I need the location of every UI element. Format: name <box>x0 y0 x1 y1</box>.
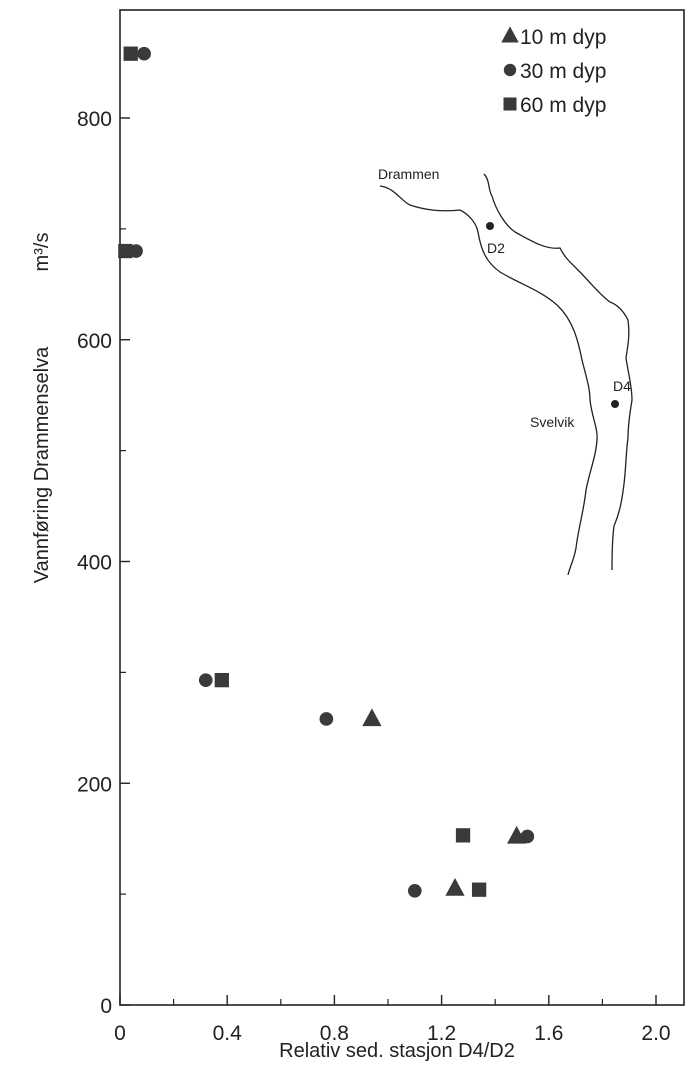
data-point-circle <box>319 712 334 726</box>
x-tick-label: 0 <box>114 1022 126 1045</box>
x-tick-label: 1.2 <box>427 1022 456 1045</box>
legend-label: 10 m dyp <box>520 26 606 49</box>
y-axis-ticks: 0 200 400 600 800 <box>77 108 130 1018</box>
x-tick-label: 1.6 <box>534 1022 563 1045</box>
inset-map-station-d4-label: D4 <box>613 378 631 394</box>
x-tick-label: 2.0 <box>641 1022 670 1045</box>
plot-frame <box>119 9 685 1006</box>
data-point-circle <box>129 244 143 258</box>
data-point-circle <box>407 883 422 898</box>
legend-marker-triangle <box>501 26 519 43</box>
x-axis-label: Relativ sed. stasjon D4/D2 <box>279 1040 515 1062</box>
x-tick-label: 0.4 <box>213 1022 243 1045</box>
y-axis-unit-label: m³/s <box>31 233 53 272</box>
y-tick-label: 800 <box>77 108 112 131</box>
data-point-square <box>471 882 487 897</box>
axes <box>119 9 685 1006</box>
y-tick-label: 0 <box>100 995 112 1018</box>
data-point-square <box>118 243 133 259</box>
data-point-triangle <box>445 878 465 896</box>
legend-label: 30 m dyp <box>520 60 606 83</box>
data-point-circle <box>198 673 213 687</box>
inset-map-station-d2-marker <box>486 222 494 230</box>
legend-label: 60 m dyp <box>520 94 606 117</box>
y-tick-label: 600 <box>77 330 112 353</box>
y-axis-label: Vannføring Drammenselva <box>31 346 53 583</box>
y-tick-label: 200 <box>77 773 112 796</box>
legend-marker-square <box>503 97 517 111</box>
data-point-square <box>455 828 471 843</box>
inset-map-place-label: Svelvik <box>530 414 575 430</box>
data-point-square <box>123 46 138 61</box>
inset-map-station-d2-label: D2 <box>487 240 505 256</box>
inset-map-station-d4-marker <box>611 400 619 408</box>
data-point-circle <box>520 829 535 844</box>
x-tick-label: 0.8 <box>320 1022 349 1045</box>
data-point-square <box>214 672 229 688</box>
data-point-circle <box>137 46 151 61</box>
y-tick-label: 400 <box>77 552 112 575</box>
data-point-triangle <box>362 708 382 727</box>
data-points <box>118 46 535 898</box>
inset-map-city-label: Drammen <box>378 166 439 182</box>
inset-map: Drammen D2 D4 Svelvik <box>378 166 633 576</box>
x-axis-ticks: 0 0.4 0.8 1.2 1.6 2.0 <box>114 995 671 1045</box>
inset-map-coastline-west <box>379 185 598 576</box>
inset-map-coastline-east <box>483 173 633 571</box>
legend-marker-circle <box>503 63 517 77</box>
legend: 10 m dyp 30 m dyp 60 m dyp <box>501 26 606 117</box>
